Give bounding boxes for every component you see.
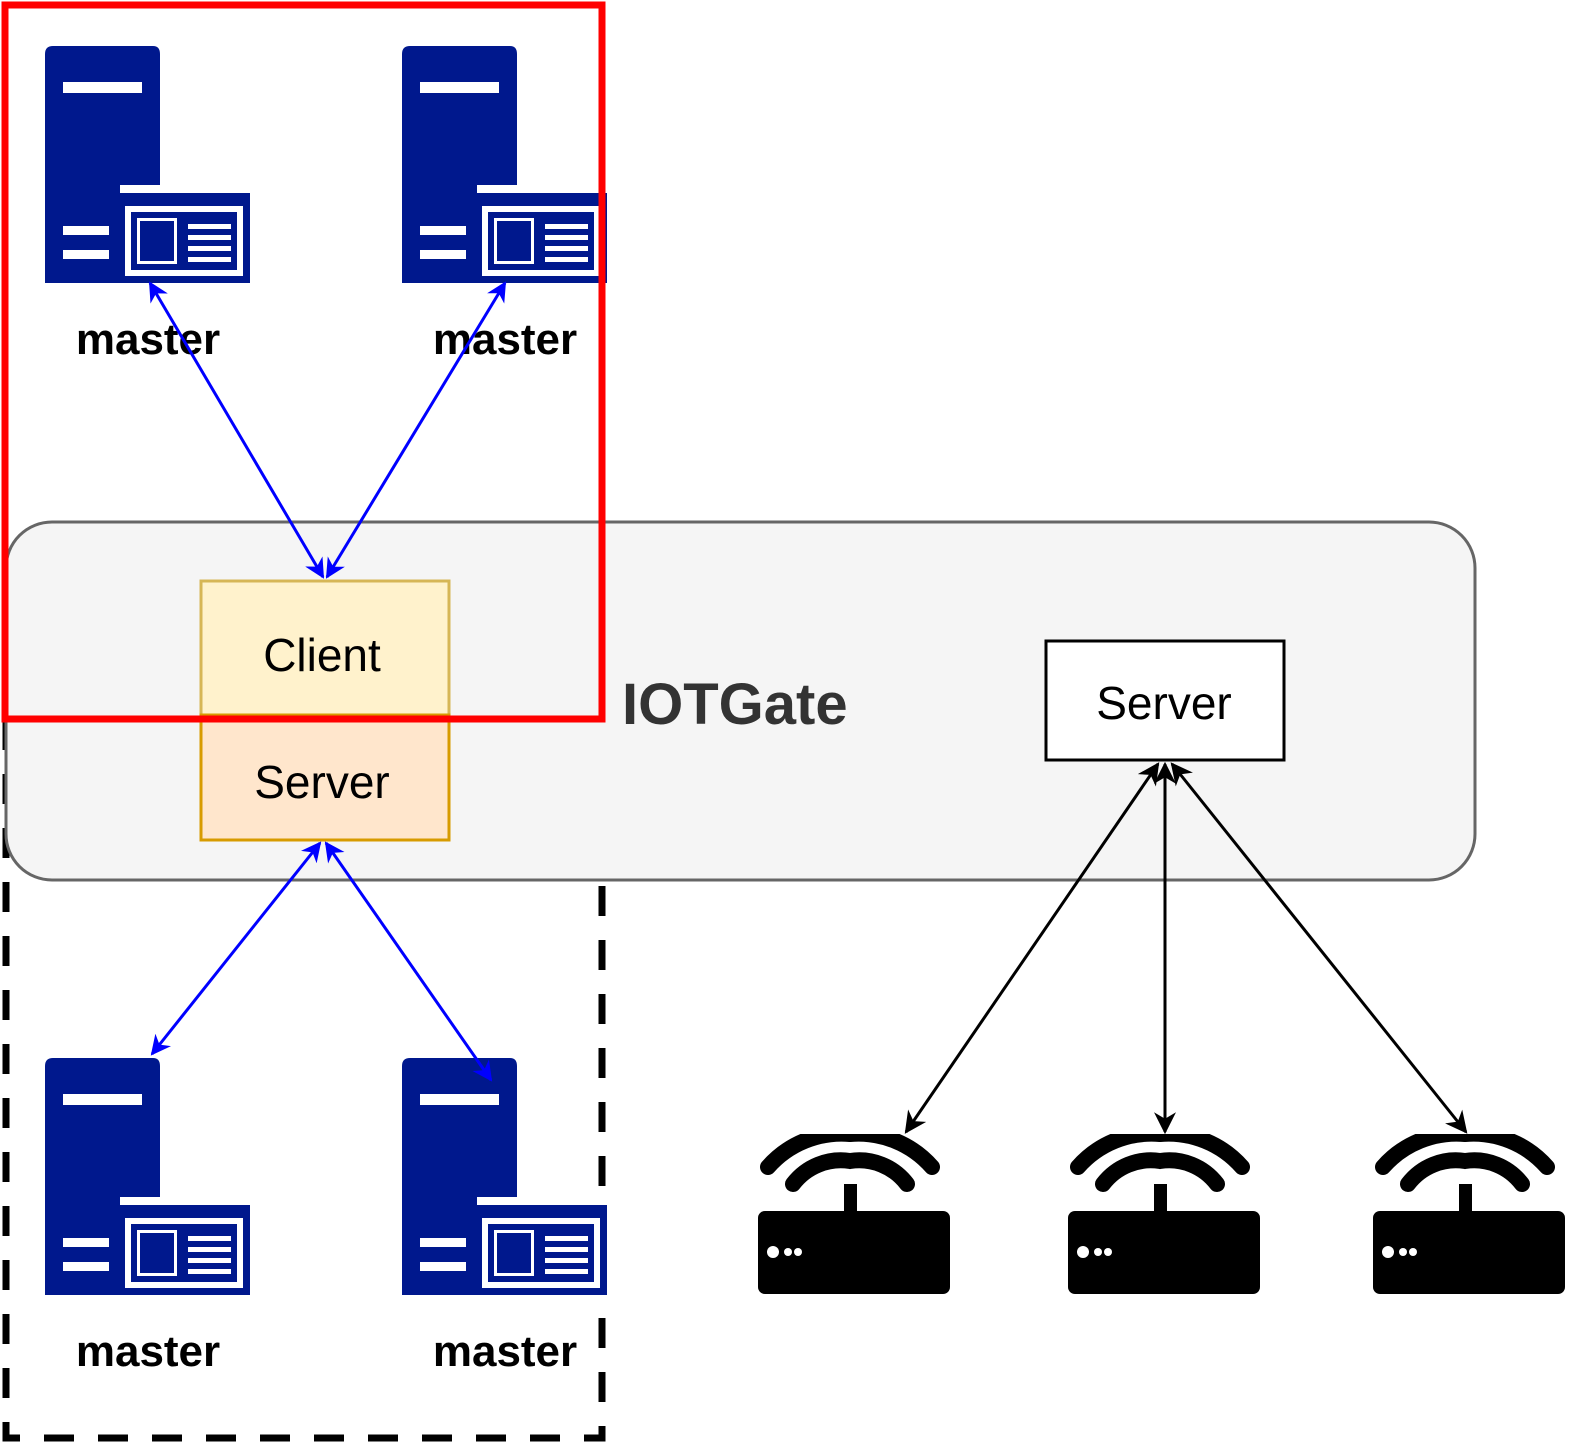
master-label: master: [76, 1327, 220, 1376]
server-icon: [402, 46, 607, 283]
wifi-router-icon: [1373, 1134, 1565, 1294]
link-master1-client: [148, 281, 325, 579]
link-server-master4: [324, 841, 493, 1082]
iotgate-label: IOTGate: [622, 672, 848, 737]
wifi-router-icon: [1068, 1134, 1260, 1294]
wifi-router-icon: [758, 1134, 950, 1294]
master-label: master: [433, 1327, 577, 1376]
server-icon: [402, 1058, 607, 1295]
client-label: Client: [263, 629, 381, 681]
gate-server-box[interactable]: [199, 713, 451, 842]
link-server-device1: [904, 762, 1160, 1134]
right-server-label: Server: [1096, 677, 1231, 729]
master-label: master: [76, 315, 220, 364]
link-server-device3: [1170, 762, 1468, 1134]
client-box[interactable]: [199, 579, 451, 717]
highlight-frame: [1, 1, 606, 723]
right-server-box[interactable]: [1044, 639, 1286, 762]
master-label: master: [433, 315, 577, 364]
link-server-master3: [150, 841, 322, 1056]
server-icon: [45, 46, 250, 283]
gate-server-label: Server: [254, 756, 389, 808]
link-master2-client: [325, 281, 507, 579]
server-icon: [45, 1058, 250, 1295]
